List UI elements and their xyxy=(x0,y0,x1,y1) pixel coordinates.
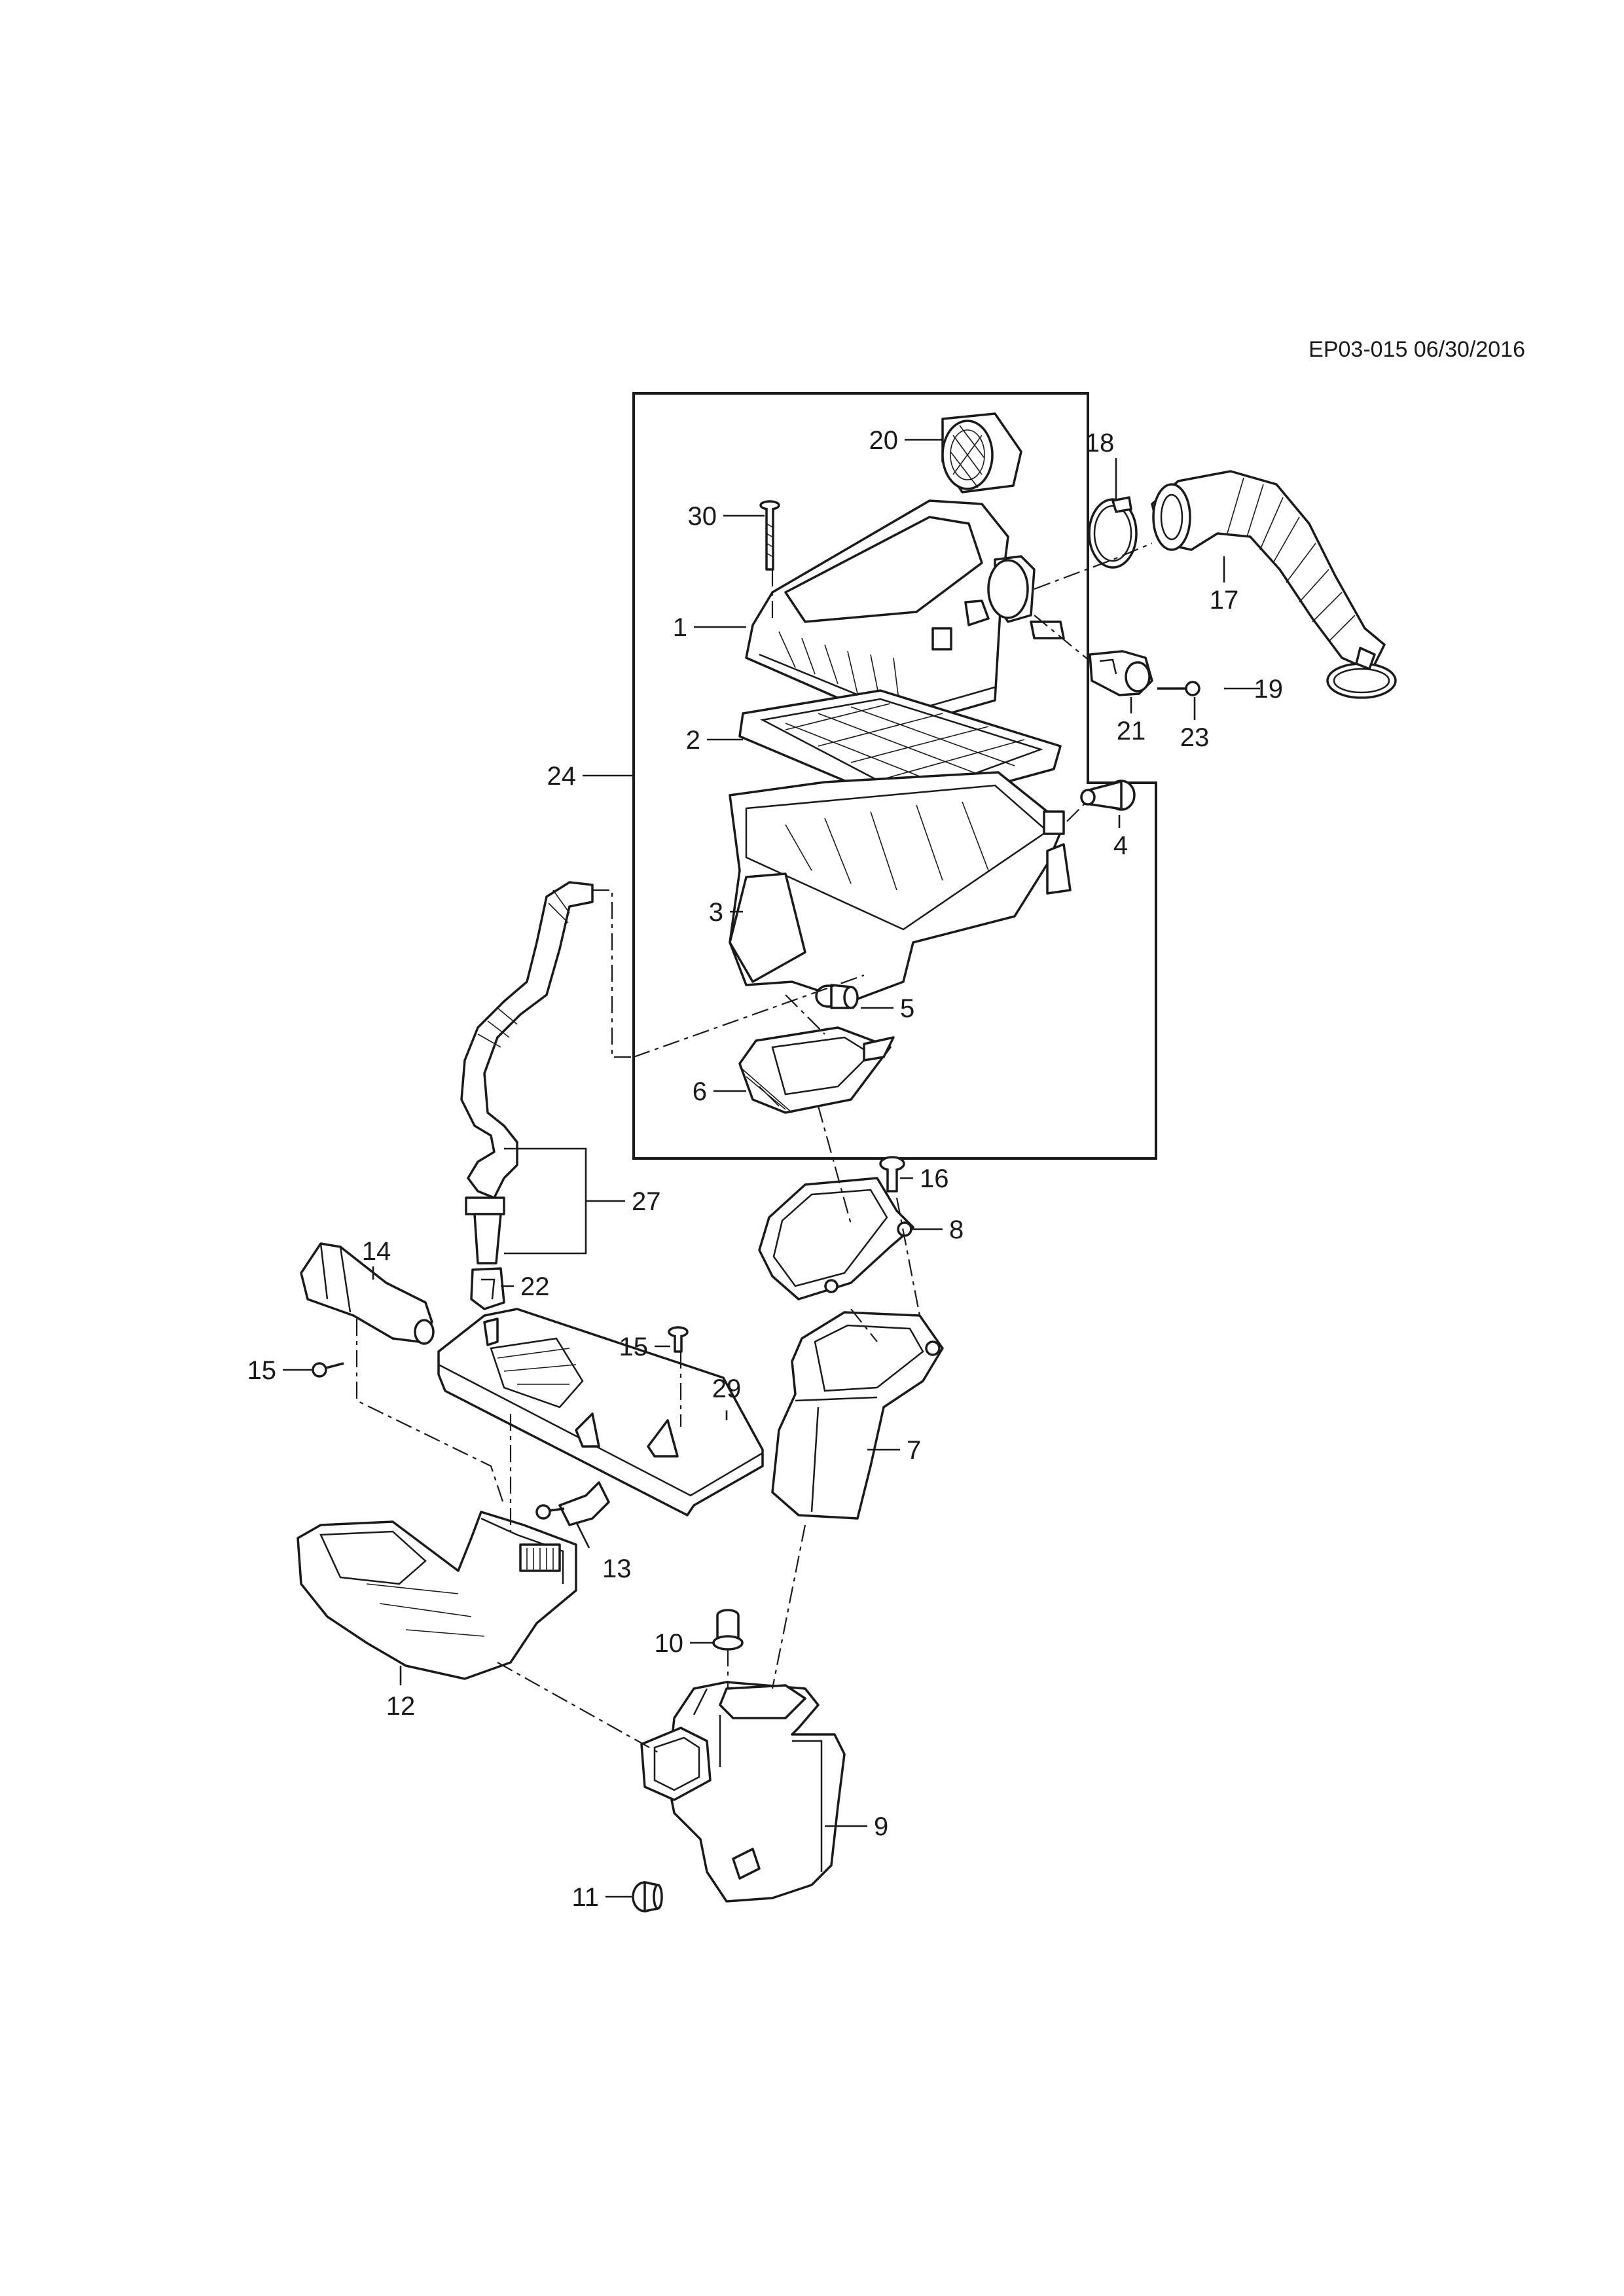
part-27-breather-hose xyxy=(460,881,594,1265)
callout-12: 12 xyxy=(386,1692,416,1721)
part-19-hose-clamp xyxy=(1326,647,1397,699)
part-7-inlet-duct xyxy=(771,1311,944,1520)
callout-14: 14 xyxy=(362,1237,391,1266)
part-6-intake-duct xyxy=(738,1026,895,1114)
callout-3: 3 xyxy=(709,898,723,927)
callout-5: 5 xyxy=(900,994,914,1023)
part-29-cover-panel xyxy=(437,1308,764,1516)
callout-11: 11 xyxy=(571,1883,599,1912)
part-23-screw xyxy=(1157,681,1200,696)
part-21-sensor xyxy=(1089,650,1153,696)
part-1-upper-housing xyxy=(745,499,1065,728)
callout-24: 24 xyxy=(547,762,577,791)
part-14-air-guide xyxy=(300,1242,435,1345)
callout-30: 30 xyxy=(688,502,717,531)
callout-4: 4 xyxy=(1113,831,1128,860)
callout-22: 22 xyxy=(520,1272,550,1301)
part-18-hose-clamp xyxy=(1088,496,1138,569)
alignment-lines xyxy=(355,542,1153,1755)
callout-15-right: 15 xyxy=(619,1333,649,1361)
part-9-resonator-box xyxy=(640,1681,846,1903)
callout-13: 13 xyxy=(602,1554,632,1583)
part-15-screw-right xyxy=(668,1326,689,1353)
callout-2: 2 xyxy=(686,726,700,755)
callout-27: 27 xyxy=(632,1187,661,1216)
assembly-boundary-box xyxy=(632,392,1157,1160)
callout-6: 6 xyxy=(693,1077,707,1106)
callout-29: 29 xyxy=(712,1374,742,1403)
leader-lines xyxy=(283,439,1260,1898)
callout-9: 9 xyxy=(874,1812,888,1841)
callout-16: 16 xyxy=(920,1164,949,1193)
part-10-grommet xyxy=(712,1609,744,1651)
part-22-clip xyxy=(470,1267,505,1310)
part-4-grommet xyxy=(1080,780,1136,811)
callout-20: 20 xyxy=(869,426,899,455)
part-16-push-clip xyxy=(879,1156,905,1193)
callout-21: 21 xyxy=(1117,717,1146,745)
callout-7: 7 xyxy=(907,1436,921,1465)
callout-15-left: 15 xyxy=(247,1356,277,1385)
diagram-code: EP03-015 06/30/2016 xyxy=(1308,337,1525,362)
part-20-airflow-screen xyxy=(941,412,1022,493)
part-13-bracket xyxy=(535,1481,610,1526)
callout-17: 17 xyxy=(1210,586,1239,615)
part-17-outlet-hose xyxy=(1151,470,1386,672)
callout-23: 23 xyxy=(1180,723,1210,752)
part-5-grommet xyxy=(815,984,859,1009)
callout-8: 8 xyxy=(949,1215,964,1244)
part-30-bolt xyxy=(759,500,780,571)
part-11-grommet xyxy=(632,1881,663,1912)
callout-19: 19 xyxy=(1254,675,1284,704)
part-15-screw-left xyxy=(312,1362,344,1378)
part-12-resonator-duct xyxy=(297,1511,577,1680)
callout-labels: 20 30 18 1 17 19 2 21 23 24 4 3 5 6 16 2… xyxy=(247,426,1284,1912)
part-8-seal xyxy=(758,1177,914,1300)
callout-18: 18 xyxy=(1085,429,1115,457)
part-3-lower-housing xyxy=(729,771,1072,1003)
callout-10: 10 xyxy=(655,1629,684,1658)
callout-1: 1 xyxy=(673,613,687,642)
